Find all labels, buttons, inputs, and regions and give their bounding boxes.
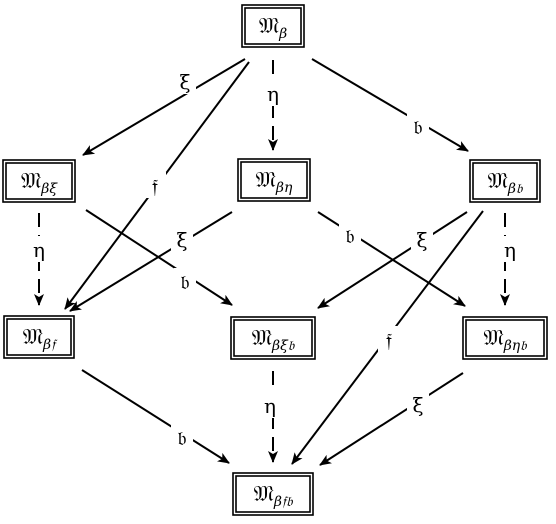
node-label-subscript: βξ bbox=[40, 181, 58, 197]
node-label: 𝔐βη bbox=[256, 168, 293, 196]
node-box-outer bbox=[232, 472, 314, 516]
node-box-outer bbox=[230, 316, 316, 360]
edge-label: η bbox=[504, 238, 516, 262]
node-label-main: 𝔐 bbox=[488, 169, 508, 194]
edge-M_beta_eta-to-M_beta_eta_b: 𝔟 bbox=[317, 211, 466, 307]
edge-label: ξ bbox=[412, 393, 423, 417]
edge-M_beta_xi-to-M_beta_f: η bbox=[28, 213, 50, 306]
node-label: 𝔐β𝔣 bbox=[23, 325, 58, 353]
node-M_beta_eta_b: 𝔐βη𝔟 bbox=[462, 316, 548, 360]
node-label-main: 𝔐 bbox=[483, 326, 503, 351]
edge-M_beta_b-to-M_beta_eta_b: η bbox=[499, 213, 521, 306]
edge-M_beta_eta-to-M_beta_f: ξ bbox=[69, 211, 233, 312]
edge-M_beta_f-to-M_beta_f_b: 𝔟 bbox=[81, 369, 230, 464]
node-box-outer bbox=[2, 159, 76, 203]
node-label-subscript: βη bbox=[275, 180, 293, 196]
edge-M_beta-to-M_beta_b: 𝔟 bbox=[311, 58, 469, 152]
node-label: 𝔐βξ𝔟 bbox=[252, 326, 296, 354]
edge-arrow bbox=[69, 211, 233, 312]
edge-M_beta_b-to-M_beta_xi_b: ξ bbox=[317, 211, 468, 309]
node-label-main: 𝔐 bbox=[254, 482, 274, 507]
edge-label: η bbox=[33, 238, 45, 262]
edge-label-background bbox=[171, 226, 193, 252]
edge-label-background bbox=[411, 226, 433, 252]
node-label-subscript: β𝔣𝔟 bbox=[273, 494, 294, 510]
node-M_beta_b: 𝔐β𝔟 bbox=[469, 159, 541, 203]
edge-M_beta_b-to-M_beta_f_b: 𝔣 bbox=[291, 210, 484, 465]
edge-label: 𝔟 bbox=[177, 426, 186, 450]
node-label-subscript: βη𝔟 bbox=[503, 338, 528, 354]
edge-arrow bbox=[82, 58, 246, 156]
edge-label-background bbox=[171, 424, 193, 450]
edge-label-background bbox=[262, 80, 284, 106]
edge-label: 𝔣 bbox=[386, 328, 392, 352]
edge-label-background bbox=[28, 236, 50, 262]
node-label: 𝔐βξ bbox=[21, 169, 58, 197]
node-box-outer bbox=[462, 316, 548, 360]
node-label: 𝔐β𝔣𝔟 bbox=[254, 482, 295, 510]
node-box-outer bbox=[237, 158, 311, 202]
node-box-inner bbox=[235, 475, 311, 513]
edge-label-background bbox=[339, 222, 361, 248]
edge-label: ξ bbox=[176, 228, 187, 252]
edge-label: 𝔟 bbox=[413, 115, 422, 139]
edge-label-background bbox=[407, 113, 429, 139]
node-M_beta_eta: 𝔐βη bbox=[237, 158, 311, 202]
edge-M_beta-to-M_beta_xi: ξ bbox=[82, 58, 246, 156]
node-box-inner bbox=[472, 162, 538, 200]
node-M_beta_xi_b: 𝔐βξ𝔟 bbox=[230, 316, 316, 360]
node-M_beta_f: 𝔐β𝔣 bbox=[3, 315, 75, 359]
node-label: 𝔐β𝔟 bbox=[488, 169, 524, 197]
node-box-inner bbox=[6, 318, 72, 356]
edge-label-background bbox=[174, 68, 196, 94]
edge-label-background bbox=[144, 172, 166, 198]
edge-label-background bbox=[407, 391, 429, 417]
node-box-inner bbox=[233, 319, 313, 357]
edge-arrow bbox=[317, 211, 468, 309]
edge-M_beta_eta_b-to-M_beta_f_b: ξ bbox=[319, 372, 464, 466]
edge-label: 𝔟 bbox=[345, 224, 354, 248]
node-box-inner bbox=[5, 162, 73, 200]
edge-label: 𝔟 bbox=[180, 270, 189, 294]
edge-label-background bbox=[499, 236, 521, 262]
edge-M_beta_xi_b-to-M_beta_f_b: η bbox=[259, 371, 281, 463]
node-label: 𝔐βη𝔟 bbox=[483, 326, 528, 354]
node-box-inner bbox=[465, 319, 545, 357]
edge-label: η bbox=[267, 82, 279, 106]
node-M_beta: 𝔐β bbox=[241, 4, 305, 48]
node-label-subscript: β𝔟 bbox=[507, 181, 524, 197]
edge-M_beta-to-M_beta_eta: η bbox=[262, 60, 284, 151]
node-box-inner bbox=[244, 7, 302, 45]
node-M_beta_xi: 𝔐βξ bbox=[2, 159, 76, 203]
edge-arrow bbox=[319, 372, 464, 466]
edge-label-background bbox=[259, 392, 281, 418]
node-label-subscript: β bbox=[278, 26, 287, 42]
edge-label-background bbox=[378, 326, 400, 352]
node-label-subscript: β𝔣 bbox=[42, 337, 58, 353]
node-label-main: 𝔐 bbox=[21, 169, 41, 194]
node-label-main: 𝔐 bbox=[23, 325, 43, 350]
edge-label: ξ bbox=[179, 70, 190, 94]
node-M_beta_f_b: 𝔐β𝔣𝔟 bbox=[232, 472, 314, 516]
edge-label: 𝔣 bbox=[152, 174, 158, 198]
edge-M_beta-to-M_beta_f: 𝔣 bbox=[64, 61, 250, 310]
node-box-inner bbox=[240, 161, 308, 199]
edge-label-background bbox=[174, 268, 196, 294]
node-label-main: 𝔐 bbox=[256, 168, 276, 193]
edge-arrow bbox=[81, 369, 230, 464]
node-box-outer bbox=[469, 159, 541, 203]
node-label-main: 𝔐 bbox=[259, 14, 279, 39]
edge-label: ξ bbox=[416, 228, 427, 252]
edge-label: η bbox=[264, 394, 276, 418]
node-label: 𝔐β bbox=[259, 14, 287, 42]
node-label-subscript: βξ𝔟 bbox=[271, 338, 296, 354]
node-box-outer bbox=[3, 315, 75, 359]
node-box-outer bbox=[241, 4, 305, 48]
node-label-main: 𝔐 bbox=[252, 326, 272, 351]
edge-arrow bbox=[311, 58, 469, 152]
